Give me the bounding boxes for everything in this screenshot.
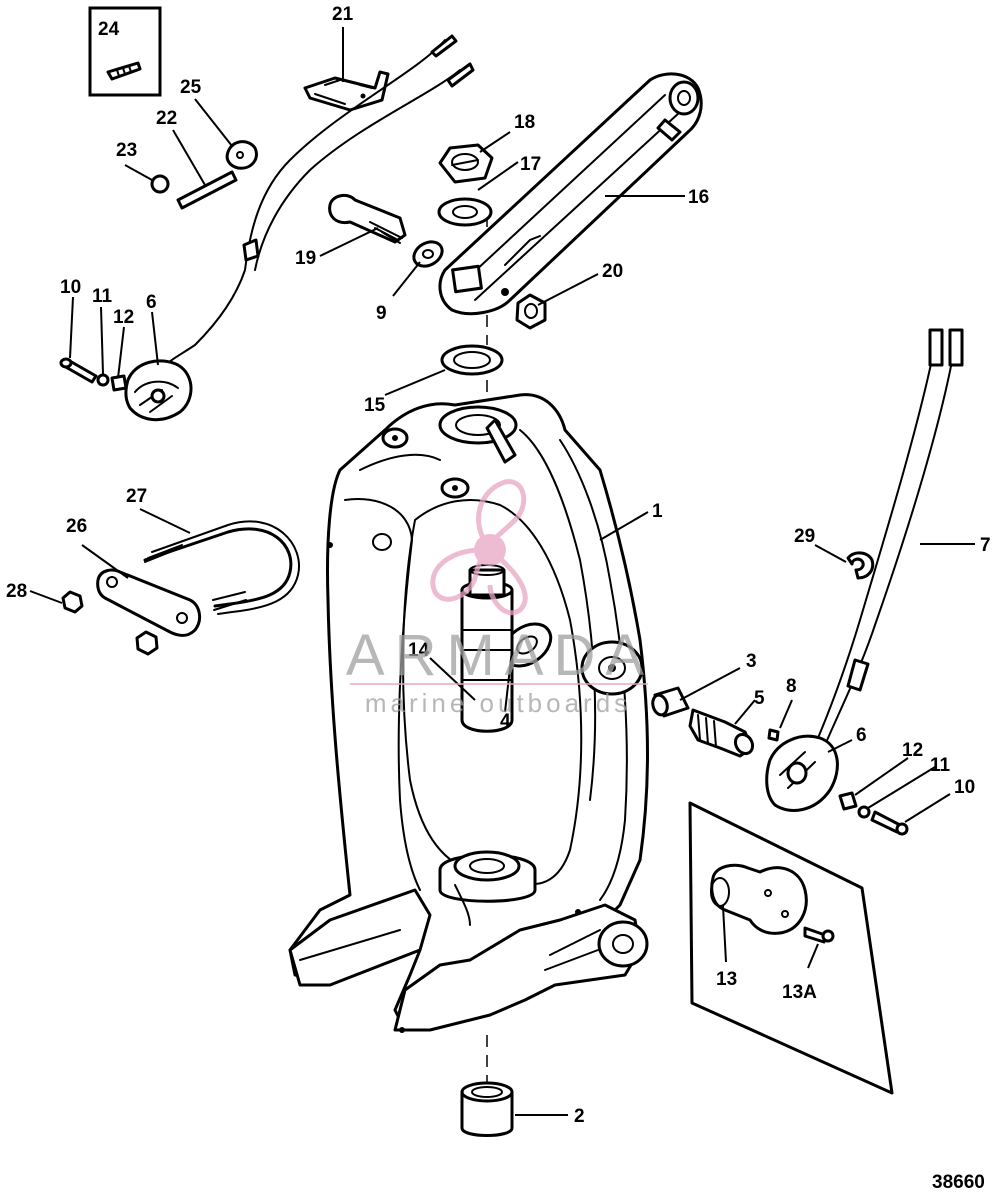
kit-box-part-24 [88, 6, 162, 97]
callout-1: 1 [652, 501, 663, 522]
bolt-part-19 [328, 193, 407, 244]
callout-22: 22 [156, 108, 177, 129]
washer-part-11-left [96, 373, 110, 387]
callout-26: 26 [66, 516, 87, 537]
trim-sender-part-6-left [124, 359, 193, 422]
callout-8: 8 [786, 676, 797, 697]
callout-5: 5 [754, 688, 765, 709]
callout-23: 23 [116, 140, 137, 161]
sender-cable-left [161, 34, 475, 369]
callout-25: 25 [180, 77, 202, 98]
washer-part-11-right [857, 805, 871, 819]
callout-6-left: 6 [146, 292, 157, 313]
callout-6-right: 6 [856, 725, 867, 746]
bushing-part-12-left [110, 374, 128, 392]
bushing-part-3 [651, 686, 690, 718]
clip-part-21 [303, 70, 390, 112]
callout-13a: 13A [782, 982, 817, 1003]
washer-part-15 [440, 344, 504, 376]
leader-lines [29, 27, 975, 1116]
callout-20: 20 [602, 261, 623, 282]
stud-part-22 [176, 170, 238, 210]
screw-part-8 [767, 728, 780, 742]
washer-part-9 [412, 240, 444, 268]
callout-3: 3 [746, 651, 757, 672]
bushing-part-12-right [838, 791, 858, 811]
screw-part-10-left [59, 357, 98, 384]
callout-11-left: 11 [92, 286, 113, 307]
plate-part-26 [96, 568, 202, 637]
callout-14: 14 [408, 640, 430, 661]
lock-nut-part-18 [438, 143, 494, 184]
propeller-hub [474, 534, 506, 566]
bushing-part-2 [460, 1081, 514, 1137]
callout-10-left: 10 [60, 277, 81, 298]
pivot-bolt-part-5 [688, 708, 755, 758]
kit-box-part-13 [688, 801, 894, 1095]
callout-11-right: 11 [930, 755, 951, 776]
callout-12-left: 12 [113, 307, 134, 328]
callout-16: 16 [688, 187, 709, 208]
callout-12-right: 12 [902, 740, 923, 761]
callout-24: 24 [98, 19, 120, 40]
watermark: ARMADA marine outboards [346, 479, 654, 718]
watermark-brand: ARMADA [346, 623, 654, 688]
steering-tube-part-14 [460, 564, 514, 733]
callout-29: 29 [794, 526, 815, 547]
callout-2: 2 [574, 1106, 585, 1127]
callout-21: 21 [332, 4, 354, 25]
u-bolt-part-27 [143, 520, 300, 615]
nut-part-28 [61, 590, 159, 656]
swivel-bracket-part-1 [288, 393, 649, 1033]
clip-part-29 [846, 551, 875, 580]
steering-arm-part-16 [438, 72, 703, 316]
washer-part-17 [437, 197, 493, 227]
figure-number: 38660 [932, 1172, 985, 1193]
callout-27: 27 [126, 486, 147, 507]
callout-7: 7 [980, 535, 991, 556]
plate-part-25 [225, 140, 258, 170]
callout-17: 17 [520, 154, 541, 175]
nut-part-20 [515, 293, 547, 330]
callout-10-right: 10 [954, 777, 975, 798]
propeller-logo [430, 479, 528, 615]
callout-18: 18 [514, 112, 535, 133]
nut-part-23 [150, 174, 170, 194]
screw-part-10-right [870, 810, 909, 836]
callout-13: 13 [716, 969, 737, 990]
sender-unit-part-6-right [765, 734, 839, 812]
callout-9: 9 [376, 303, 387, 324]
callout-28: 28 [6, 581, 27, 602]
sender-cable-part-7 [814, 328, 964, 746]
callout-15: 15 [364, 395, 386, 416]
callout-labels: 1 2 3 4 5 6 6 7 8 9 10 10 11 11 12 12 13… [6, 4, 991, 1193]
callout-19: 19 [295, 248, 316, 269]
callout-4: 4 [500, 711, 511, 732]
watermark-tagline: marine outboards [365, 688, 631, 718]
